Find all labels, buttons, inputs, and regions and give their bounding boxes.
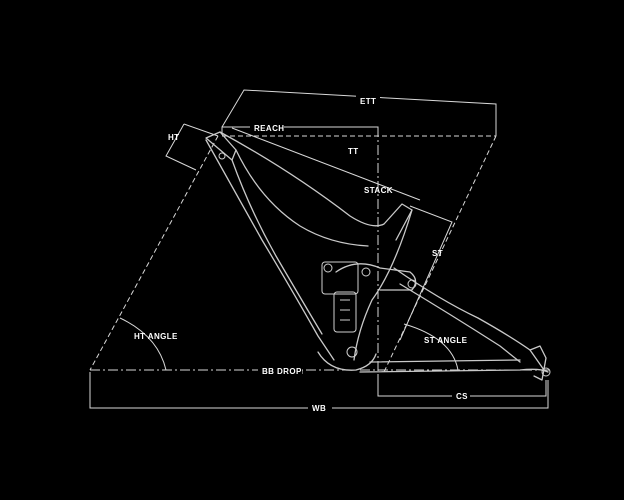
label-ht: HT (168, 133, 179, 142)
seat-stay-lower (399, 283, 521, 363)
pivots (218, 152, 417, 289)
seat-stay (393, 267, 545, 371)
chain-stay (359, 368, 549, 373)
label-tt: TT (348, 147, 359, 156)
shock-body (333, 291, 357, 333)
wb-dimension (89, 372, 549, 414)
cs-dimension (377, 374, 547, 402)
st-angle-arc (403, 323, 459, 371)
top-tube-lower (235, 149, 369, 247)
label-st-angle: ST ANGLE (424, 336, 468, 345)
seat-tube (353, 209, 413, 361)
label-bb-drop: BB DROP (262, 367, 302, 376)
down-tube (205, 139, 335, 361)
label-stack: STACK (364, 186, 393, 195)
seat-tube-axis (383, 135, 497, 373)
rocker-link (335, 263, 417, 291)
label-ett: ETT (360, 97, 376, 106)
rear-dropout (529, 345, 547, 381)
link-pivot (407, 279, 417, 289)
st-bracket (399, 205, 453, 341)
reach-dimension (221, 121, 379, 134)
bike-frame (205, 131, 551, 381)
label-st: ST (432, 249, 443, 258)
rear-axle (541, 367, 551, 377)
label-ht-angle: HT ANGLE (134, 332, 178, 341)
tt-line (231, 127, 421, 201)
bb-drop-dimension (258, 364, 303, 376)
top-tube (219, 131, 413, 241)
ht-angle-arc (119, 317, 167, 371)
guide-lines (89, 127, 550, 373)
st-angle-dimension (403, 323, 459, 371)
head-tube-axis (89, 135, 219, 371)
st-dimension (399, 205, 453, 341)
label-wb: WB (312, 404, 326, 413)
cable-port (218, 152, 226, 160)
label-cs: CS (456, 392, 468, 401)
down-tube-inner (231, 159, 323, 335)
rear-shock (321, 261, 359, 358)
ht-angle-dimension (119, 317, 167, 371)
main-pivot (361, 267, 371, 277)
reach-bracket (221, 126, 379, 134)
tt-dimension (231, 127, 421, 201)
ht-dimension (165, 123, 219, 171)
bottom-bracket-shell (317, 351, 377, 371)
shock-mount-lower (346, 346, 358, 358)
ht-bracket (165, 123, 197, 171)
ett-dimension (221, 89, 497, 136)
shock-reservoir (321, 261, 359, 295)
chain-stay-upper (369, 359, 521, 363)
labels: ETT REACH HT TT STACK ST HT ANGLE ST ANG… (134, 97, 468, 413)
shock-mount-upper (323, 263, 333, 273)
label-reach: REACH (254, 124, 284, 133)
